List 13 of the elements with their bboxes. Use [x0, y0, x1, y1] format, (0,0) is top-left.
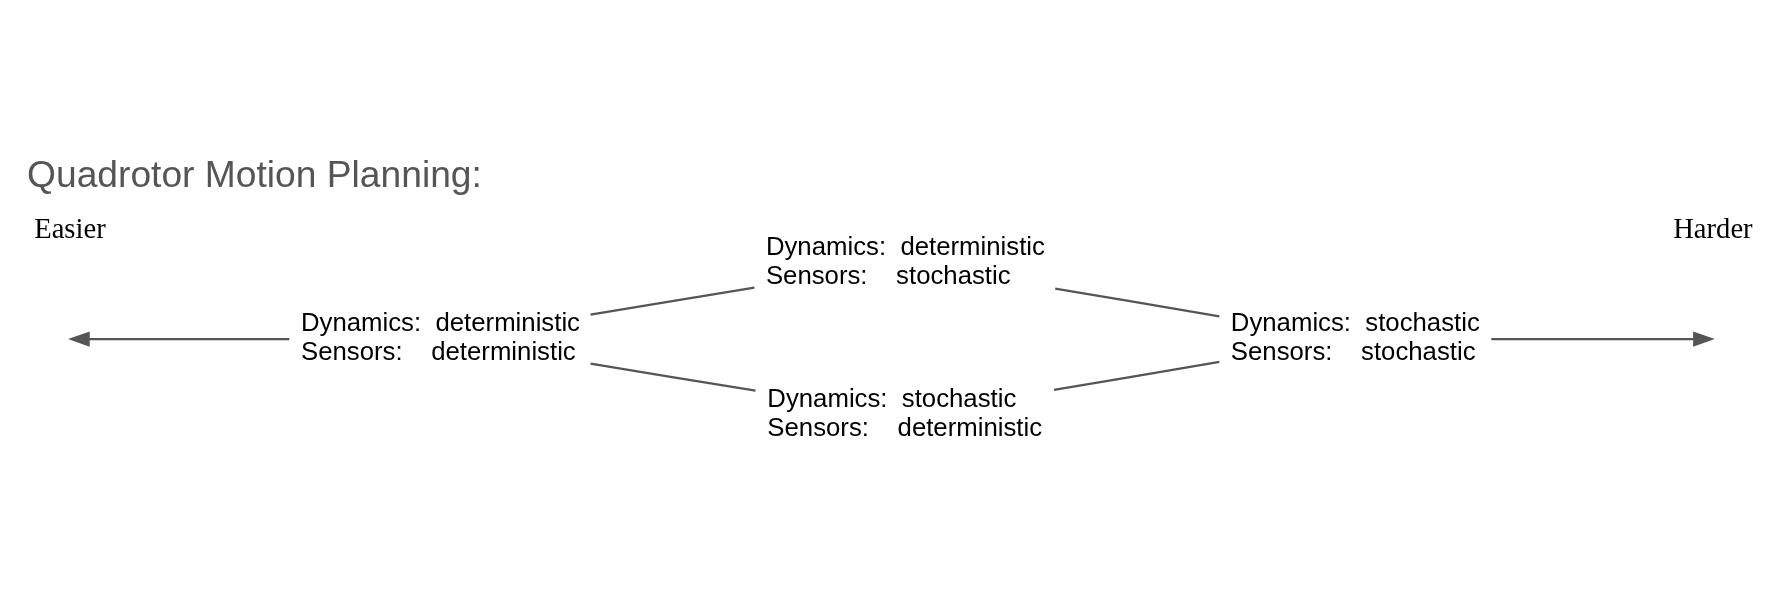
arrow [1491, 331, 1715, 347]
label: Easier [34, 212, 106, 244]
connector [1055, 287, 1220, 318]
node-text: Dynamics: deterministic Sensors: stochastic [765, 232, 1045, 289]
node-text: Dynamics: deterministic Sensors: deterministic [300, 308, 580, 365]
node-text: Dynamics: stochastic Sensors: deterministic [767, 383, 1043, 441]
connector [590, 362, 756, 392]
label: Harder [1673, 212, 1753, 244]
arrow [67, 331, 290, 347]
connector [1053, 360, 1220, 392]
connector [590, 286, 755, 316]
node-text: Dynamics: stochastic Sensors: stochastic [1230, 308, 1480, 365]
diagram-title: Quadrotor Motion Planning: [27, 153, 482, 196]
